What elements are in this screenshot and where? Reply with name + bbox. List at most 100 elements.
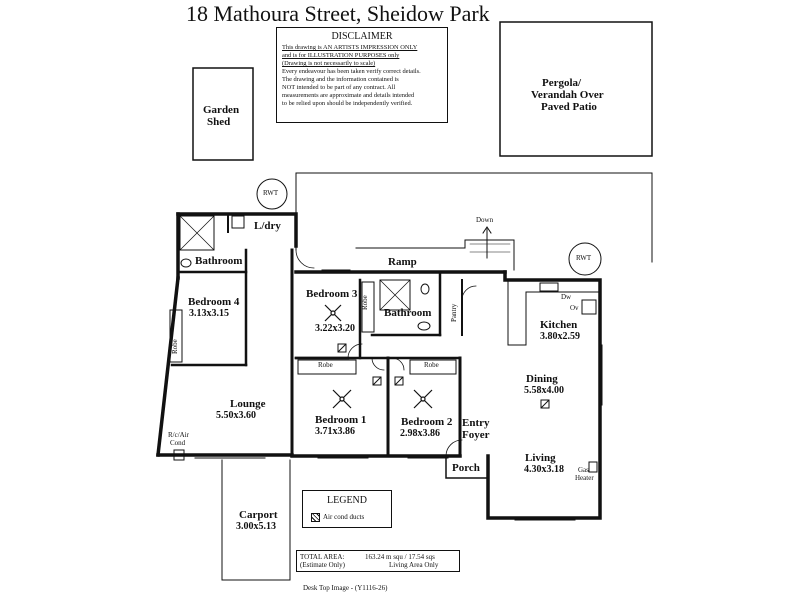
shower-cross-2: [179, 215, 215, 251]
legend-box: LEGEND Air cond ducts: [302, 490, 392, 528]
door-swing-1: [347, 343, 363, 359]
disclaimer-line: This drawing is AN ARTISTS IMPRESSION ON…: [282, 44, 418, 51]
door-swing-6: [445, 439, 463, 457]
lounge-dims: 5.50x3.60: [216, 410, 256, 421]
bathroom-label-left: Bathroom: [195, 255, 243, 267]
dining-name: Dining: [526, 373, 558, 385]
door-swing-3: [391, 357, 405, 371]
robe-bed3: [361, 281, 375, 333]
lounge-name: Lounge: [230, 398, 266, 410]
garden-shed-label-line2: Shed: [207, 116, 231, 128]
robe-bed2: [409, 359, 457, 375]
robe-label-bed2: Robe: [424, 361, 439, 369]
rc-air-cond-label-line2: Cond: [170, 439, 186, 447]
rc-air-cond-label-line1: R/c/Air: [168, 431, 189, 439]
wall-porch: [445, 455, 489, 479]
legend-title: LEGEND: [327, 495, 367, 506]
pergola-lines: [295, 172, 653, 263]
pergola-label-line1: Pergola/: [542, 77, 582, 89]
disclaimer-line: and is for ILLUSTRATION PURPOSES only: [282, 52, 400, 59]
basin-bath: [417, 321, 431, 331]
disclaimer-line: measurements are approximate and details…: [282, 92, 415, 99]
porch-label: Porch: [452, 462, 480, 474]
toilet-right: [420, 283, 430, 295]
disclaimer-box: DISCLAIMER This drawing is AN ARTISTS IM…: [276, 27, 448, 123]
ramp-label: Ramp: [388, 256, 417, 268]
rwt-label-right: RWT: [576, 254, 592, 262]
cooktop: [581, 299, 597, 315]
duct-bed3: [337, 343, 347, 353]
gas-heater-label-line1: Gas: [578, 466, 589, 474]
carport-outline: [221, 459, 291, 581]
toilet-left: [180, 258, 192, 268]
duct-dining: [540, 399, 550, 409]
gas-heater-label-line2: Heater: [575, 474, 594, 482]
carport-name: Carport: [239, 509, 278, 521]
area-value-line2: Living Area Only: [389, 561, 439, 569]
gas-heater-unit: [588, 461, 598, 473]
dishwasher-label: Dw: [561, 293, 572, 301]
total-area-table: TOTAL AREA: (Estimate Only) 163.24 m squ…: [296, 550, 460, 572]
footer-image-ref: Desk Top Image - (Y1116-26): [303, 584, 388, 592]
ramp-outline: [355, 239, 515, 271]
bedroom3-name: Bedroom 3: [306, 288, 358, 300]
garden-shed-label-line1: Garden: [203, 104, 240, 116]
robe-bed1: [297, 359, 357, 375]
kitchen-sink: [539, 282, 559, 292]
duct-hall-1: [372, 376, 382, 386]
wall-kitchen-north: [486, 270, 602, 520]
area-label-line2: (Estimate Only): [300, 561, 345, 569]
rwt-tank-left: [256, 178, 288, 210]
robe-label-bed3: Robe: [361, 295, 369, 310]
air-cond-duct-icon: [311, 513, 320, 522]
disclaimer-line: Every endeavour has been taken verify co…: [282, 68, 421, 75]
bedroom2-name: Bedroom 2: [401, 416, 453, 428]
ceiling-fan-bed2: [413, 389, 433, 409]
pergola-outline: [499, 21, 653, 157]
down-label: Down: [476, 216, 494, 224]
robe-bed4: [169, 309, 183, 363]
door-swing-5: [461, 285, 477, 301]
robe-label-bed1: Robe: [318, 361, 333, 369]
rwt-label-left: RWT: [263, 189, 279, 197]
ramp-arrow-head: [482, 226, 492, 234]
trough-laundry: [231, 215, 245, 229]
robe-label-bed4: Robe: [171, 339, 179, 354]
garden-shed-outline: [192, 67, 254, 161]
disclaimer-heading: DISCLAIMER: [331, 31, 393, 42]
bedroom4-dims: 3.13x3.15: [189, 308, 229, 319]
door-swing-2: [371, 357, 385, 371]
bedroom4-name: Bedroom 4: [188, 296, 240, 308]
disclaimer-line: The drawing and the information containe…: [282, 76, 399, 83]
disclaimer-line: (Drawing is not necessarily to scale): [282, 60, 376, 67]
shower-recess-2: [379, 279, 411, 311]
disclaimer-line: to be relied upon should be independentl…: [282, 100, 413, 107]
rwt-tank-right: [568, 242, 602, 276]
entry-label: Entry: [462, 417, 490, 429]
rc-air-cond-unit: [173, 449, 185, 461]
shower2-cross-2: [379, 279, 411, 311]
area-label-line1: TOTAL AREA:: [300, 553, 345, 561]
bedroom1-name: Bedroom 1: [315, 414, 367, 426]
ceiling-fan-bed1: [332, 389, 352, 409]
living-dims: 4.30x3.18: [524, 464, 564, 475]
legend-item-label: Air cond ducts: [323, 513, 365, 522]
foyer-label: Foyer: [462, 429, 490, 441]
laundry-label: L/dry: [254, 220, 281, 232]
kitchen-bench: [507, 281, 599, 346]
pergola-label-line3: Paved Patio: [541, 101, 597, 113]
pergola-label-line2: Verandah Over: [531, 89, 604, 101]
area-value-line1: 163.24 m squ / 17.54 sqs: [365, 553, 435, 561]
wall-west-angled: [156, 276, 180, 457]
kitchen-dims: 3.80x2.59: [540, 331, 580, 342]
property-title: 18 Mathoura Street, Sheidow Park: [186, 1, 490, 26]
dining-dims: 5.58x4.00: [524, 385, 564, 396]
shower-recess: [179, 215, 215, 251]
ceiling-fan-bed3: [324, 304, 342, 322]
oven-label: Ov: [570, 304, 579, 312]
bathroom-label-right: Bathroom: [384, 307, 432, 319]
living-name: Living: [525, 452, 556, 464]
duct-hall-2: [394, 376, 404, 386]
